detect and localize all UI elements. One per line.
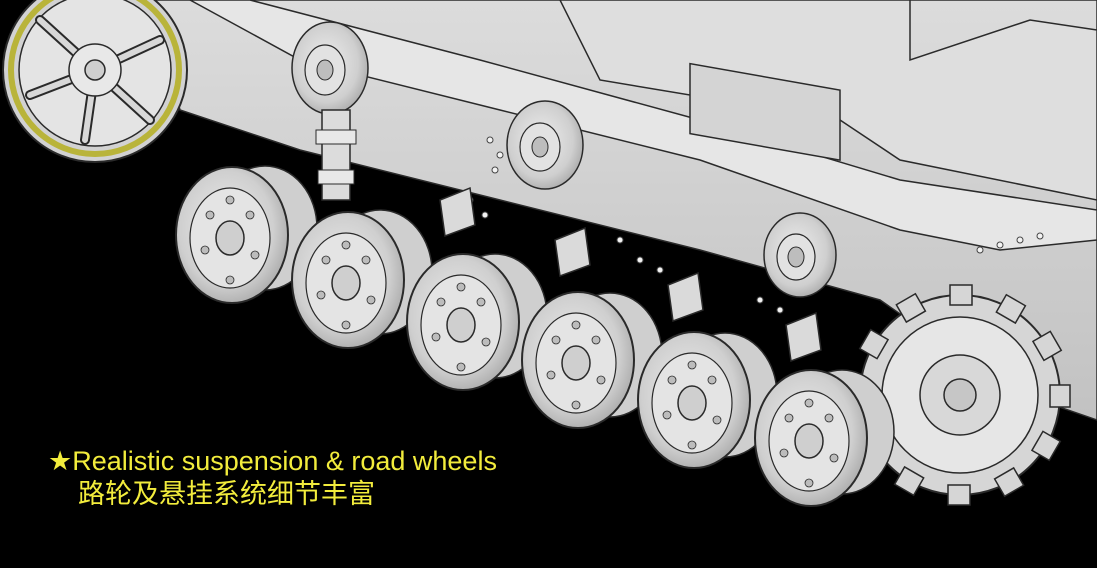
caption-chinese-text: 路轮及悬挂系统细节丰富 — [78, 479, 375, 510]
return-roller — [291, 21, 369, 115]
idler-wheel — [2, 0, 188, 163]
star-icon: ★ — [48, 446, 73, 476]
feature-caption: ★Realistic suspension & road wheels 路轮及悬… — [48, 444, 497, 512]
caption-english-line: ★Realistic suspension & road wheels — [48, 444, 497, 478]
hull-side-plate — [149, 0, 1097, 421]
wheel-holes — [200, 195, 839, 488]
return-roller — [763, 212, 837, 298]
caption-english-text: Realistic suspension & road wheels — [72, 446, 497, 476]
return-roller — [506, 100, 584, 190]
bump-stop — [439, 186, 822, 363]
road-wheel-4 — [521, 291, 663, 429]
shock-absorber — [315, 109, 357, 201]
road-wheel-6 — [754, 369, 895, 507]
